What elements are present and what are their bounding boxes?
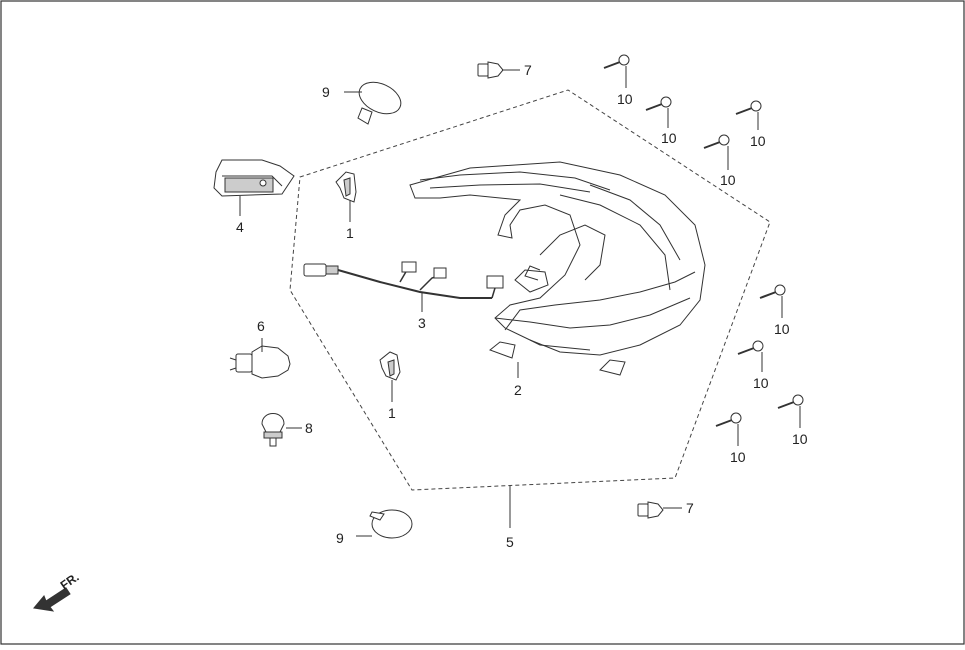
screw-2 bbox=[645, 96, 672, 111]
screw-5 bbox=[759, 284, 786, 299]
callout-6: 6 bbox=[257, 318, 265, 334]
license-light-housing bbox=[213, 159, 295, 197]
callout-10-f: 10 bbox=[753, 375, 769, 391]
assembly-outline bbox=[289, 89, 771, 491]
screw-4 bbox=[703, 134, 730, 149]
front-direction-label: FR. bbox=[58, 570, 82, 593]
callout-3: 3 bbox=[418, 315, 426, 331]
tail-bulb bbox=[229, 345, 291, 379]
callout-10-c: 10 bbox=[750, 133, 766, 149]
wedge-bulb-lower bbox=[637, 501, 664, 519]
clip-lower bbox=[379, 351, 401, 381]
callout-7-upper: 7 bbox=[524, 62, 532, 78]
callout-1-upper: 1 bbox=[346, 225, 354, 241]
wiring-harness bbox=[303, 261, 504, 299]
screw-6 bbox=[737, 340, 764, 355]
tail-light-housing bbox=[409, 161, 706, 376]
callout-10-g: 10 bbox=[792, 431, 808, 447]
leader-lines bbox=[239, 66, 801, 537]
callout-1-lower: 1 bbox=[388, 405, 396, 421]
callout-10-a: 10 bbox=[617, 91, 633, 107]
callout-10-b: 10 bbox=[661, 130, 677, 146]
callout-9-upper: 9 bbox=[322, 84, 330, 100]
front-direction-indicator: FR. bbox=[33, 570, 82, 612]
clip-upper bbox=[335, 171, 357, 203]
screw-8 bbox=[715, 412, 742, 427]
callout-2: 2 bbox=[514, 382, 522, 398]
callout-7-lower: 7 bbox=[686, 500, 694, 516]
push-rivet-lower bbox=[369, 509, 413, 539]
push-rivet-upper bbox=[357, 81, 402, 125]
screw-3 bbox=[735, 100, 762, 115]
callout-5: 5 bbox=[506, 534, 514, 550]
front-arrow-icon bbox=[33, 587, 71, 612]
callout-10-e: 10 bbox=[774, 321, 790, 337]
screw-1 bbox=[603, 54, 630, 69]
callout-4: 4 bbox=[236, 219, 244, 235]
screw-7 bbox=[777, 394, 804, 409]
callout-10-h: 10 bbox=[730, 449, 746, 465]
callout-8: 8 bbox=[305, 420, 313, 436]
callout-9-lower: 9 bbox=[336, 530, 344, 546]
callout-10-d: 10 bbox=[720, 172, 736, 188]
screws bbox=[603, 54, 804, 427]
wedge-bulb-upper bbox=[477, 61, 504, 79]
grommet bbox=[261, 413, 285, 447]
